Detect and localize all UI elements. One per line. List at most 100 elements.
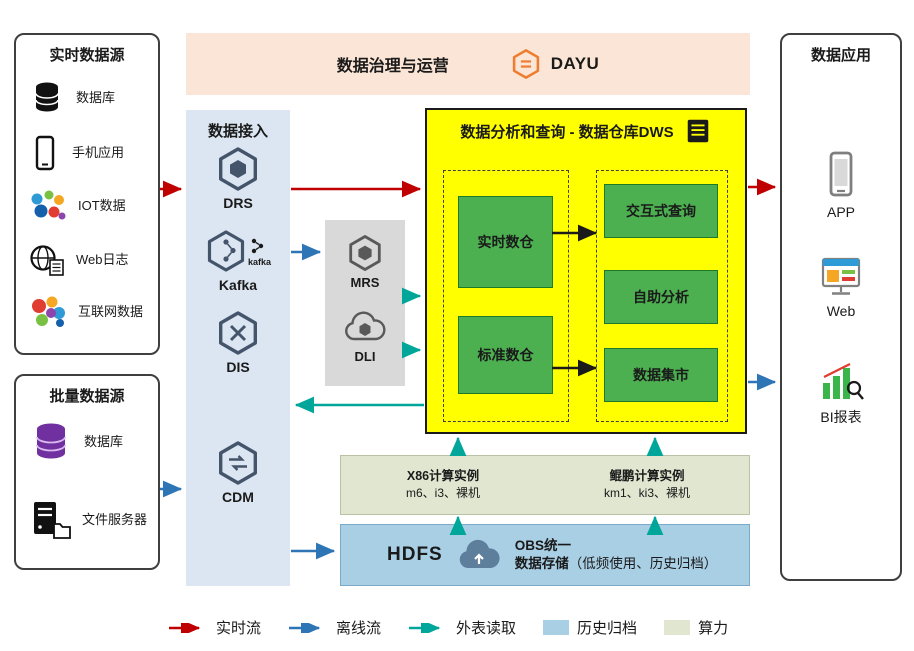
ingestion-label: DRS [223,195,253,211]
source-row-mobile: 手机应用 [28,134,154,172]
realtime-sources-title: 实时数据源 [49,47,125,64]
source-row-file-server: 文件服务器 [28,498,154,542]
realtime-warehouse-box: 实时数仓 [458,196,553,288]
obs-storage-text: OBS统一 数据存储（低频使用、历史归档） [515,537,718,572]
source-row-weblog: Web日志 [28,242,154,278]
ingestion-label: CDM [222,489,254,505]
internet-data-icon [32,296,65,327]
warehouse-dashed-group [443,170,569,422]
source-label: 互联网数据 [78,303,144,319]
ingestion-item-cdm: CDM [186,440,290,505]
batch-sources-panel: 批量数据源 数据库 文件服务器 [14,374,160,570]
self-service-analysis-label: 自助分析 [633,289,689,305]
x86-compute-column: X86计算实例 m6、i3、裸机 [341,456,545,514]
interactive-query-label: 交互式查询 [626,203,696,219]
middleware-item-mrs: MRS [325,234,405,290]
self-service-analysis-box: 自助分析 [604,270,718,324]
application-item-app: APP [782,150,900,220]
data-ingestion-column: 数据接入 DRS kafka Kafka [186,110,290,586]
source-label: 数据库 [76,89,116,105]
bi-chart-icon [823,363,864,400]
data-mart-box: 数据集市 [604,348,718,402]
app-phone-icon [829,151,853,197]
obs-cloud-icon [459,539,500,568]
dli-cloud-icon [345,311,386,341]
application-label: BI报表 [820,409,862,425]
web-log-icon [30,245,64,276]
dws-title: 数据分析和查询 - 数据仓库DWS [460,123,674,141]
standard-warehouse-box: 标准数仓 [458,316,553,394]
legend-label: 算力 [698,620,729,637]
mobile-phone-icon [35,135,55,171]
application-label: Web [826,303,856,319]
legend-label: 历史归档 [577,620,638,637]
interactive-query-box: 交互式查询 [604,184,718,238]
drs-hexagon-icon [218,147,257,191]
ingestion-item-dis: DIS [186,310,290,375]
governance-banner: 数据治理与运营 DAYU [186,33,750,95]
applications-title: 数据应用 [810,47,871,64]
compute-instances-box: X86计算实例 m6、i3、裸机 鲲鹏计算实例 km1、ki3、裸机 [340,455,750,515]
hdfs-label: HDFS [387,544,443,565]
web-browser-icon [821,257,861,295]
dayu-icon [512,49,539,79]
realtime-flow-arrow-icon [169,622,201,633]
kafka-hexagon-icon: kafka [207,230,272,272]
legend-item-compute: 算力 [664,617,728,638]
legend-label: 外表读取 [456,620,517,637]
kunpeng-compute-subtitle: km1、ki3、裸机 [603,486,690,501]
kunpeng-compute-title: 鲲鹏计算实例 [609,469,685,484]
dayu-brand: DAYU [509,47,600,81]
ingestion-item-drs: DRS [186,146,290,211]
legend-item-realtime-flow: 实时流 [168,617,261,638]
middleware-label: MRS [350,275,380,290]
source-label: 手机应用 [72,144,125,160]
middleware-label: DLI [354,349,376,364]
standard-warehouse-label: 标准数仓 [477,347,534,363]
iot-icon [31,190,66,220]
services-dashed-group [596,170,728,422]
x86-compute-title: X86计算实例 [406,469,480,484]
legend-label: 实时流 [216,620,262,637]
document-icon [687,119,708,143]
dws-title-row: 数据分析和查询 - 数据仓库DWS [427,117,745,145]
governance-title: 数据治理与运营 [336,58,449,75]
source-row-internet: 互联网数据 [28,294,154,330]
offline-flow-arrow-icon [289,622,321,633]
legend-item-offline-flow: 离线流 [288,617,381,638]
realtime-sources-panel: 实时数据源 数据库 手机应用 IOT数据 [14,33,160,355]
x86-compute-subtitle: m6、i3、裸机 [405,486,480,501]
source-label: Web日志 [76,251,129,267]
compute-color-chip [664,620,691,635]
ingestion-label: DIS [226,359,250,375]
file-server-icon [34,502,71,539]
source-label: IOT数据 [78,197,126,213]
middleware-box: MRS DLI [325,220,405,386]
obs-note: （低频使用、历史归档） [568,556,718,571]
dis-hexagon-icon [218,311,257,355]
realtime-warehouse-label: 实时数仓 [477,234,534,250]
applications-panel: 数据应用 APP Web [780,33,902,581]
ingestion-item-kafka: kafka Kafka [186,228,290,293]
source-row-batch-database: 数据库 [28,420,154,464]
batch-sources-title: 批量数据源 [49,388,125,405]
kafka-badge-text: kafka [248,257,272,267]
application-item-bi: BI报表 [782,359,900,427]
legend-label: 离线流 [336,620,382,637]
source-row-database: 数据库 [28,79,154,117]
source-label: 数据库 [84,433,124,449]
dws-analysis-box: 数据分析和查询 - 数据仓库DWS 实时数仓 标准数仓 交互式查询 自助分析 数… [425,108,747,434]
ingestion-label: Kafka [218,277,258,293]
obs-line2: 数据存储 [514,556,569,571]
hdfs-obs-storage-box: HDFS OBS统一 数据存储（低频使用、历史归档） [340,524,750,586]
source-row-iot: IOT数据 [28,188,154,224]
application-item-web: Web [782,255,900,319]
legend-item-external-read: 外表读取 [408,617,516,638]
archive-color-chip [543,620,570,635]
cdm-hexagon-icon [218,441,257,485]
mrs-hexagon-icon [349,235,381,271]
dayu-label: DAYU [550,54,600,73]
obs-line1: OBS统一 [514,538,571,554]
database-icon [35,82,59,112]
